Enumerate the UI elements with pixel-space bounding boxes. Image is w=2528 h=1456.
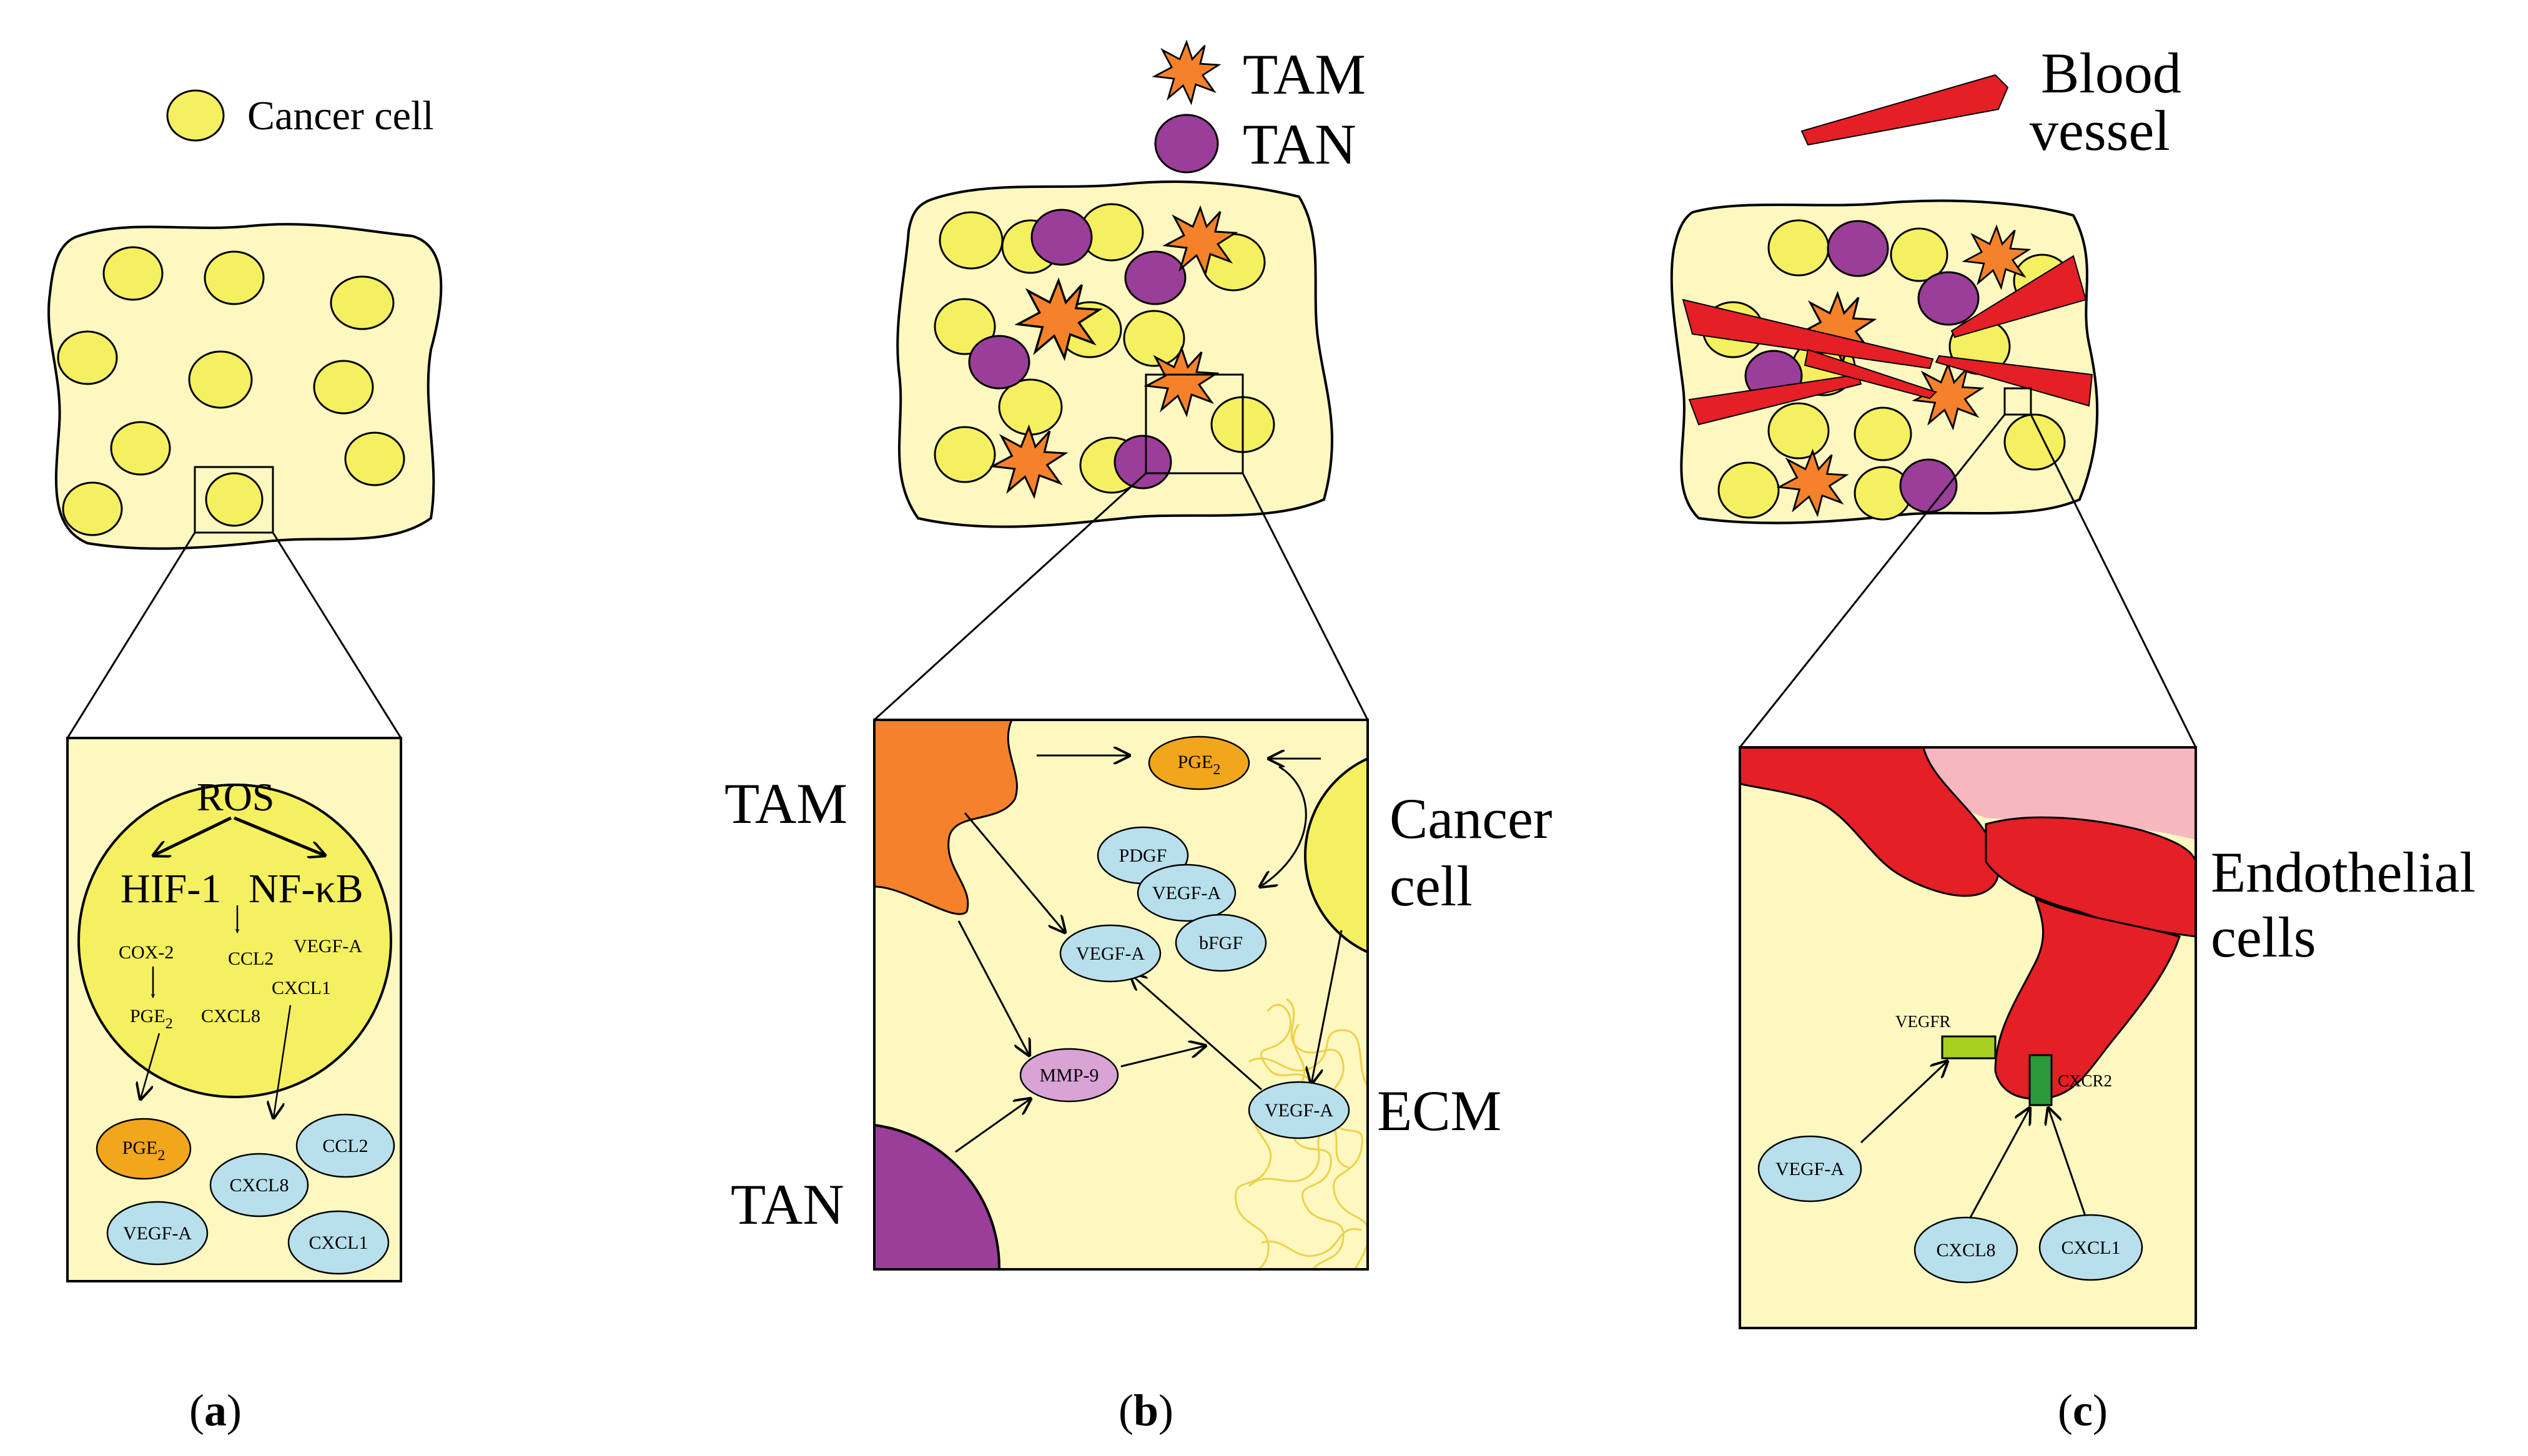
bfgf-node-label: bFGF [1199, 933, 1243, 953]
pdgf-node-label: PDGF [1119, 845, 1167, 866]
hif1-label: HIF-1 [121, 866, 221, 912]
cxcl1-node-a [287, 1210, 390, 1275]
cancer-label-b-1: Cancer [1390, 787, 1553, 850]
ros-label: ROS [197, 775, 275, 819]
caption-b: (b) [1118, 1385, 1173, 1435]
vegfa-node-a-label: VEGF-A [123, 1223, 192, 1244]
cxcl8-inner-label: CXCL8 [201, 1006, 260, 1026]
ccl2-node-a [295, 1113, 395, 1178]
cxcl1-node-a-label: CXCL1 [309, 1232, 368, 1253]
blood-vessels-c [1682, 255, 2093, 426]
cxcl1-inner-label: CXCL1 [272, 978, 331, 998]
vegfa-node-b1 [1137, 863, 1237, 922]
panel-c: Blood vessel [1670, 41, 2476, 1435]
mmp9-node [1019, 1048, 1119, 1103]
cxcl8-node-c [1913, 1216, 2018, 1284]
nfkb-label: NF-κB [249, 866, 363, 912]
cancer-cells-a [57, 246, 405, 536]
panel-a: Cancer cell ROS HIF-1 NF-κB COX-2 PGE2 [47, 89, 443, 1435]
pge2-node-b-label: PGE2 [1178, 752, 1221, 778]
mmp9-node-label: MMP-9 [1039, 1065, 1099, 1086]
cancer-label-b-2: cell [1390, 854, 1473, 918]
panel-b: TAM TAN [724, 41, 1553, 1435]
ccl2-inner-label: CCL2 [228, 948, 274, 969]
endothelial-label-1: Endothelial [2211, 840, 2476, 904]
cancer-cell-zoom-a [77, 784, 392, 1098]
vegfa-node-b1-label: VEGF-A [1152, 883, 1221, 903]
pge2-node-a-label: PGE2 [122, 1138, 165, 1164]
cxcl1-node-c [2038, 1214, 2143, 1281]
legend-cancer-cell-icon [166, 89, 225, 142]
cancer-cell-zoom-b [1304, 757, 1368, 954]
legend-tan-label: TAN [1243, 112, 1356, 176]
caption-c: (c) [2058, 1385, 2108, 1435]
endothelial-cell-3 [1994, 897, 2181, 1100]
tan-body-zoom [874, 1123, 1000, 1269]
vegfa-node-c [1757, 1135, 1862, 1203]
vessel-lumen-zoom [1923, 747, 2196, 840]
cox2-label: COX-2 [119, 942, 174, 963]
cxcl8-node-c-label: CXCL8 [1936, 1240, 1995, 1261]
vegfa-node-b3-label: VEGF-A [1265, 1100, 1333, 1121]
cxcr2-label: CXCR2 [2058, 1071, 2112, 1090]
vegfr-receptor [1941, 1035, 1997, 1060]
cxcl8-node-a [209, 1153, 309, 1217]
legend-blood-vessel-icon [1800, 74, 2009, 146]
endothelial-label-2: cells [2211, 905, 2316, 969]
tam-body-zoom [874, 720, 1018, 915]
bfgf-node [1175, 913, 1267, 972]
vegfa-node-a [106, 1201, 209, 1266]
arrows-c [1860, 1061, 2087, 1218]
legend-vessel-label: vessel [2030, 99, 2170, 162]
legend-blood-label: Blood [2041, 41, 2181, 105]
arrows-b [955, 755, 1343, 1153]
vegfr-label: VEGFR [1895, 1012, 1951, 1031]
pge2-node-a [96, 1118, 192, 1180]
zoom-box-c [2003, 387, 2032, 416]
vegfa-node-b3 [1248, 1081, 1350, 1139]
pge2-inner-label: PGE2 [130, 1006, 173, 1032]
vegfa-inner-label: VEGF-A [294, 936, 362, 957]
ecm-label: ECM [1377, 1079, 1501, 1143]
vegfa-node-b2 [1059, 924, 1162, 983]
endothelial-cell-1 [1740, 747, 2000, 897]
legend-cancer-cell-label: Cancer cell [247, 93, 434, 139]
cxcl1-node-c-label: CXCL1 [2061, 1237, 2120, 1258]
tans-b [968, 209, 1187, 489]
caption-a: (a) [189, 1385, 242, 1435]
ccl2-node-a-label: CCL2 [322, 1136, 368, 1156]
tam-label-b: TAM [724, 772, 847, 835]
vegfa-node-c-label: VEGF-A [1775, 1159, 1844, 1179]
pge2-node-b [1148, 735, 1250, 790]
legend-tan-icon [1154, 114, 1219, 174]
vegfa-node-b2-label: VEGF-A [1076, 943, 1145, 964]
tan-label-b: TAN [731, 1173, 844, 1236]
cxcr2-receptor [2028, 1054, 2053, 1106]
cxcl8-node-a-label: CXCL8 [229, 1175, 289, 1196]
legend-tam-label: TAM [1243, 42, 1366, 106]
zoom-box-b [1145, 373, 1244, 475]
legend-tam-icon [1153, 41, 1220, 104]
zoom-box-a [194, 466, 274, 534]
